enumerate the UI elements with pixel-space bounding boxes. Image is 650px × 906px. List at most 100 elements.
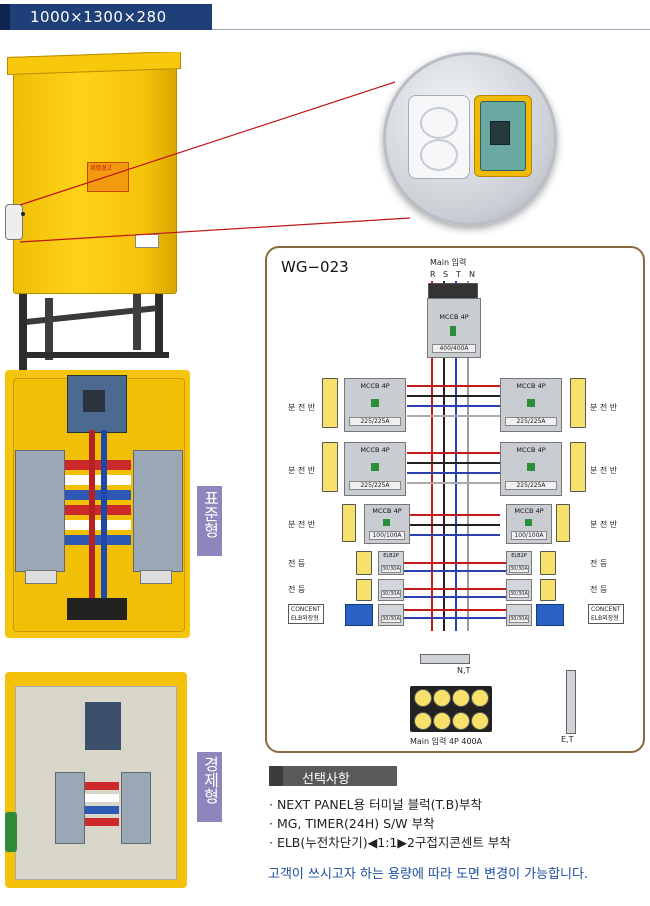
phase-t: T: [456, 270, 461, 279]
warning-label: 위험경고: [90, 165, 113, 172]
main-mccb-rating: 400/400A: [432, 344, 476, 353]
concent-box-left: CONCENT ELB외장형: [288, 604, 324, 624]
cabinet-photo: 위험경고: [5, 52, 185, 372]
mccb-row2-left-type: MCCB 4P: [360, 446, 390, 454]
dist-label-l3: 분 전 반: [288, 520, 316, 529]
terminal-screw: [471, 689, 489, 707]
terminal-screw: [414, 689, 432, 707]
phase-s: S: [443, 270, 449, 279]
mccb-row2-right-type: MCCB 4P: [516, 446, 546, 454]
elb-row3-right: 30/30A: [506, 604, 532, 626]
mccb-row1-left-rating: 225/225A: [349, 417, 401, 426]
elb-row1-right-rating: 30/30A: [509, 565, 529, 573]
terminal-block: [570, 442, 586, 492]
economy-panel-photo: [5, 672, 187, 888]
mccb-row3-right: MCCB 4P 100/100A: [506, 504, 552, 544]
mccb-row2-right-rating: 225/225A: [505, 481, 557, 490]
mccb-row2-right: MCCB 4P 225/225A: [500, 442, 562, 496]
dist-label-r1: 분 전 반: [590, 403, 618, 412]
main-terminal: [428, 283, 478, 299]
elb-row1-right: ELB2P 30/30A: [506, 551, 532, 575]
concent-box-right: CONCENT ELB외장형: [588, 604, 624, 624]
mccb-row2-left: MCCB 4P 225/225A: [344, 442, 406, 496]
mccb-row1-right-rating: 225/225A: [505, 417, 557, 426]
main-mccb: MCCB 4P 400/400A: [427, 298, 481, 358]
terminal-block: [322, 378, 338, 428]
mccb-row3-left: MCCB 4P 100/100A: [364, 504, 410, 544]
mccb-row1-right-type: MCCB 4P: [516, 382, 546, 390]
terminal-block: [342, 504, 356, 542]
terminal-block: [356, 579, 372, 601]
phase-r: R: [430, 270, 436, 279]
option-item: · NEXT PANEL용 터미널 블럭(T.B)부착: [269, 797, 483, 812]
nt-busbar: [420, 654, 470, 664]
option-item: · ELB(누전차단기)◀1:1▶2구접지콘센트 부착: [269, 835, 511, 850]
options-tab: [269, 766, 397, 786]
concent-label-right: CONCENT: [591, 606, 621, 613]
mccb-row3-left-type: MCCB 4P: [372, 507, 402, 515]
light-label-r2: 전 등: [590, 585, 608, 594]
elb-row1-left-type: ELB2P: [383, 553, 399, 559]
elb-row1-left-rating: 30/30A: [381, 565, 401, 573]
light-label-l2: 전 등: [288, 585, 306, 594]
header-rule: [212, 29, 650, 30]
light-label-r1: 전 등: [590, 559, 608, 568]
mccb-row3-right-type: MCCB 4P: [514, 507, 544, 515]
diagram-model: WG−023: [281, 258, 349, 276]
dimension-title: 1000×1300×280: [30, 8, 167, 26]
terminal-screw: [471, 712, 489, 730]
elb-row2-left-rating: 30/30A: [381, 590, 401, 598]
terminal-block: [570, 378, 586, 428]
elb-row3-left-rating: 30/30A: [381, 615, 401, 623]
mccb-row1-left: MCCB 4P 225/225A: [344, 378, 406, 432]
mccb-row2-left-rating: 225/225A: [349, 481, 401, 490]
outlet-right: [536, 604, 564, 626]
elb-row1-right-type: ELB2P: [511, 553, 527, 559]
terminal-screw: [433, 689, 451, 707]
elb-wiring-label-right: ELB외장형: [591, 615, 619, 622]
elb-row2-right-rating: 30/30A: [509, 590, 529, 598]
dist-label-r2: 분 전 반: [590, 466, 618, 475]
terminal-block: [540, 579, 556, 601]
elb-row2-right: 30/30A: [506, 579, 532, 601]
terminal-block: [322, 442, 338, 492]
dist-label-l1: 분 전 반: [288, 403, 316, 412]
dist-label-r3: 분 전 반: [590, 520, 618, 529]
terminal-block: [556, 504, 570, 542]
phase-n: N: [469, 270, 475, 279]
economy-type-tab: 경제형: [197, 752, 222, 822]
light-label-l1: 전 등: [288, 559, 306, 568]
footer-note: 고객이 쓰시고자 하는 용량에 따라 도면 변경이 가능합니다.: [268, 867, 589, 882]
dist-label-l2: 분 전 반: [288, 466, 316, 475]
et-busbar: [566, 670, 576, 734]
et-label: E,T: [561, 735, 574, 744]
terminal-block: [540, 551, 556, 575]
terminal-screw: [433, 712, 451, 730]
elb-row3-left: 30/30A: [378, 604, 404, 626]
main-input-label: Main 입력: [430, 258, 467, 267]
options-tab-accent: [269, 766, 283, 786]
economy-type-label: 경제형: [200, 756, 220, 804]
elb-wiring-label-left: ELB외장형: [291, 615, 319, 622]
standard-type-label: 표준형: [200, 490, 220, 538]
mccb-row1-right: MCCB 4P 225/225A: [500, 378, 562, 432]
concent-label-left: CONCENT: [291, 606, 321, 613]
mccb-row3-left-rating: 100/100A: [369, 531, 405, 540]
zoom-detail: [383, 52, 557, 226]
options-title: 선택사항: [302, 772, 350, 787]
terminal-screw: [452, 712, 470, 730]
mccb-row1-left-type: MCCB 4P: [360, 382, 390, 390]
main-input-caption: Main 입력 4P 400A: [410, 737, 483, 746]
nt-label: N,T: [457, 666, 471, 675]
outlet-left: [345, 604, 373, 626]
header-bar: [0, 4, 212, 30]
terminal-block: [356, 551, 372, 575]
standard-type-tab: 표준형: [197, 486, 222, 556]
terminal-screw: [414, 712, 432, 730]
elb-row3-right-rating: 30/30A: [509, 615, 529, 623]
option-item: · MG, TIMER(24H) S/W 부착: [269, 816, 435, 831]
mccb-row3-right-rating: 100/100A: [511, 531, 547, 540]
terminal-screw: [452, 689, 470, 707]
elb-row1-left: ELB2P 30/30A: [378, 551, 404, 575]
zoom-lines: [19, 81, 411, 243]
